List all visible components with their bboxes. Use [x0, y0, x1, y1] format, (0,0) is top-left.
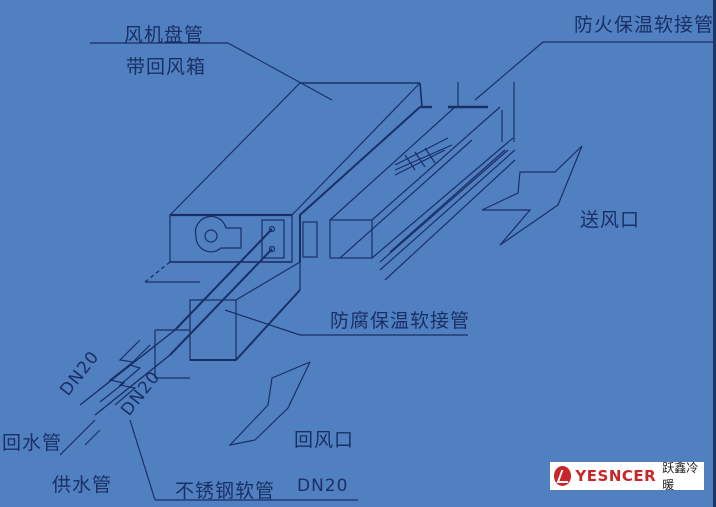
right-border	[713, 0, 716, 507]
label-return-air-outlet: 回风口	[294, 429, 355, 451]
return-arrow-icon	[228, 361, 311, 446]
fan-coil-top-edge	[169, 82, 420, 216]
label-supply-air-outlet: 送风口	[580, 209, 641, 231]
supply-arrow-icon	[481, 145, 583, 246]
label-supply-water-pipe: 供水管	[52, 474, 113, 496]
label-dn20-hose: DN20	[297, 476, 349, 496]
blower-icon	[194, 215, 242, 253]
label-stainless-steel-hose: 不锈钢软管	[175, 480, 276, 502]
label-fan-coil: 风机盘管	[124, 24, 205, 46]
brand-chinese-name: 跃鑫冷暖	[662, 461, 699, 492]
label-anticorrosion-insulated-flex-duct: 防腐保温软接管	[330, 310, 471, 332]
label-fire-insulated-flex-duct: 防火保温软接管	[574, 14, 715, 36]
yesncer-logo: YESNCER 跃鑫冷暖	[550, 461, 704, 492]
label-return-air-box: 带回风箱	[126, 56, 207, 78]
label-return-water-pipe: 回水管	[2, 432, 63, 454]
brand-name: YESNCER	[575, 467, 657, 485]
mesh-icon	[394, 137, 453, 176]
brand-mark-icon	[554, 466, 572, 486]
